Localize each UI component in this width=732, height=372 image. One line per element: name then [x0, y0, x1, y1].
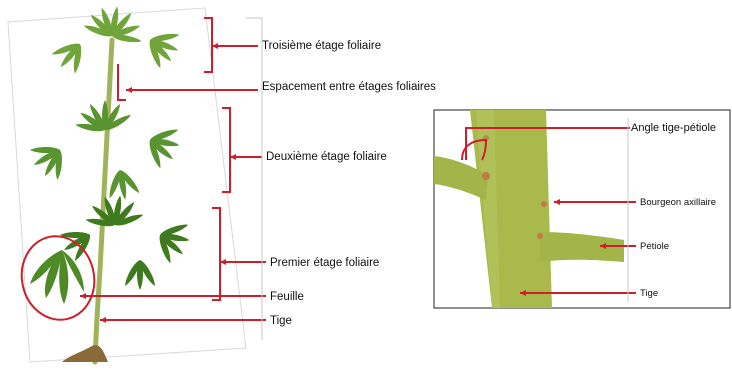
label-leaf: Feuille [270, 290, 304, 304]
label-bud: Bourgeon axillaire [640, 197, 716, 209]
label-third-tier: Troisième étage foliaire [262, 39, 381, 53]
label-first-tier: Premier étage foliaire [270, 256, 379, 270]
label-closeup-stem: Tige [640, 288, 658, 300]
label-spacing: Espacement entre étages foliaires [262, 80, 436, 94]
label-stem: Tige [270, 314, 292, 328]
stem-closeup-photo [434, 110, 730, 308]
label-angle: Angle tige-pétiole [631, 122, 716, 135]
label-second-tier: Deuxième étage foliaire [266, 150, 387, 164]
label-petiole: Pétiole [640, 241, 669, 253]
plant-photo [8, 6, 266, 362]
